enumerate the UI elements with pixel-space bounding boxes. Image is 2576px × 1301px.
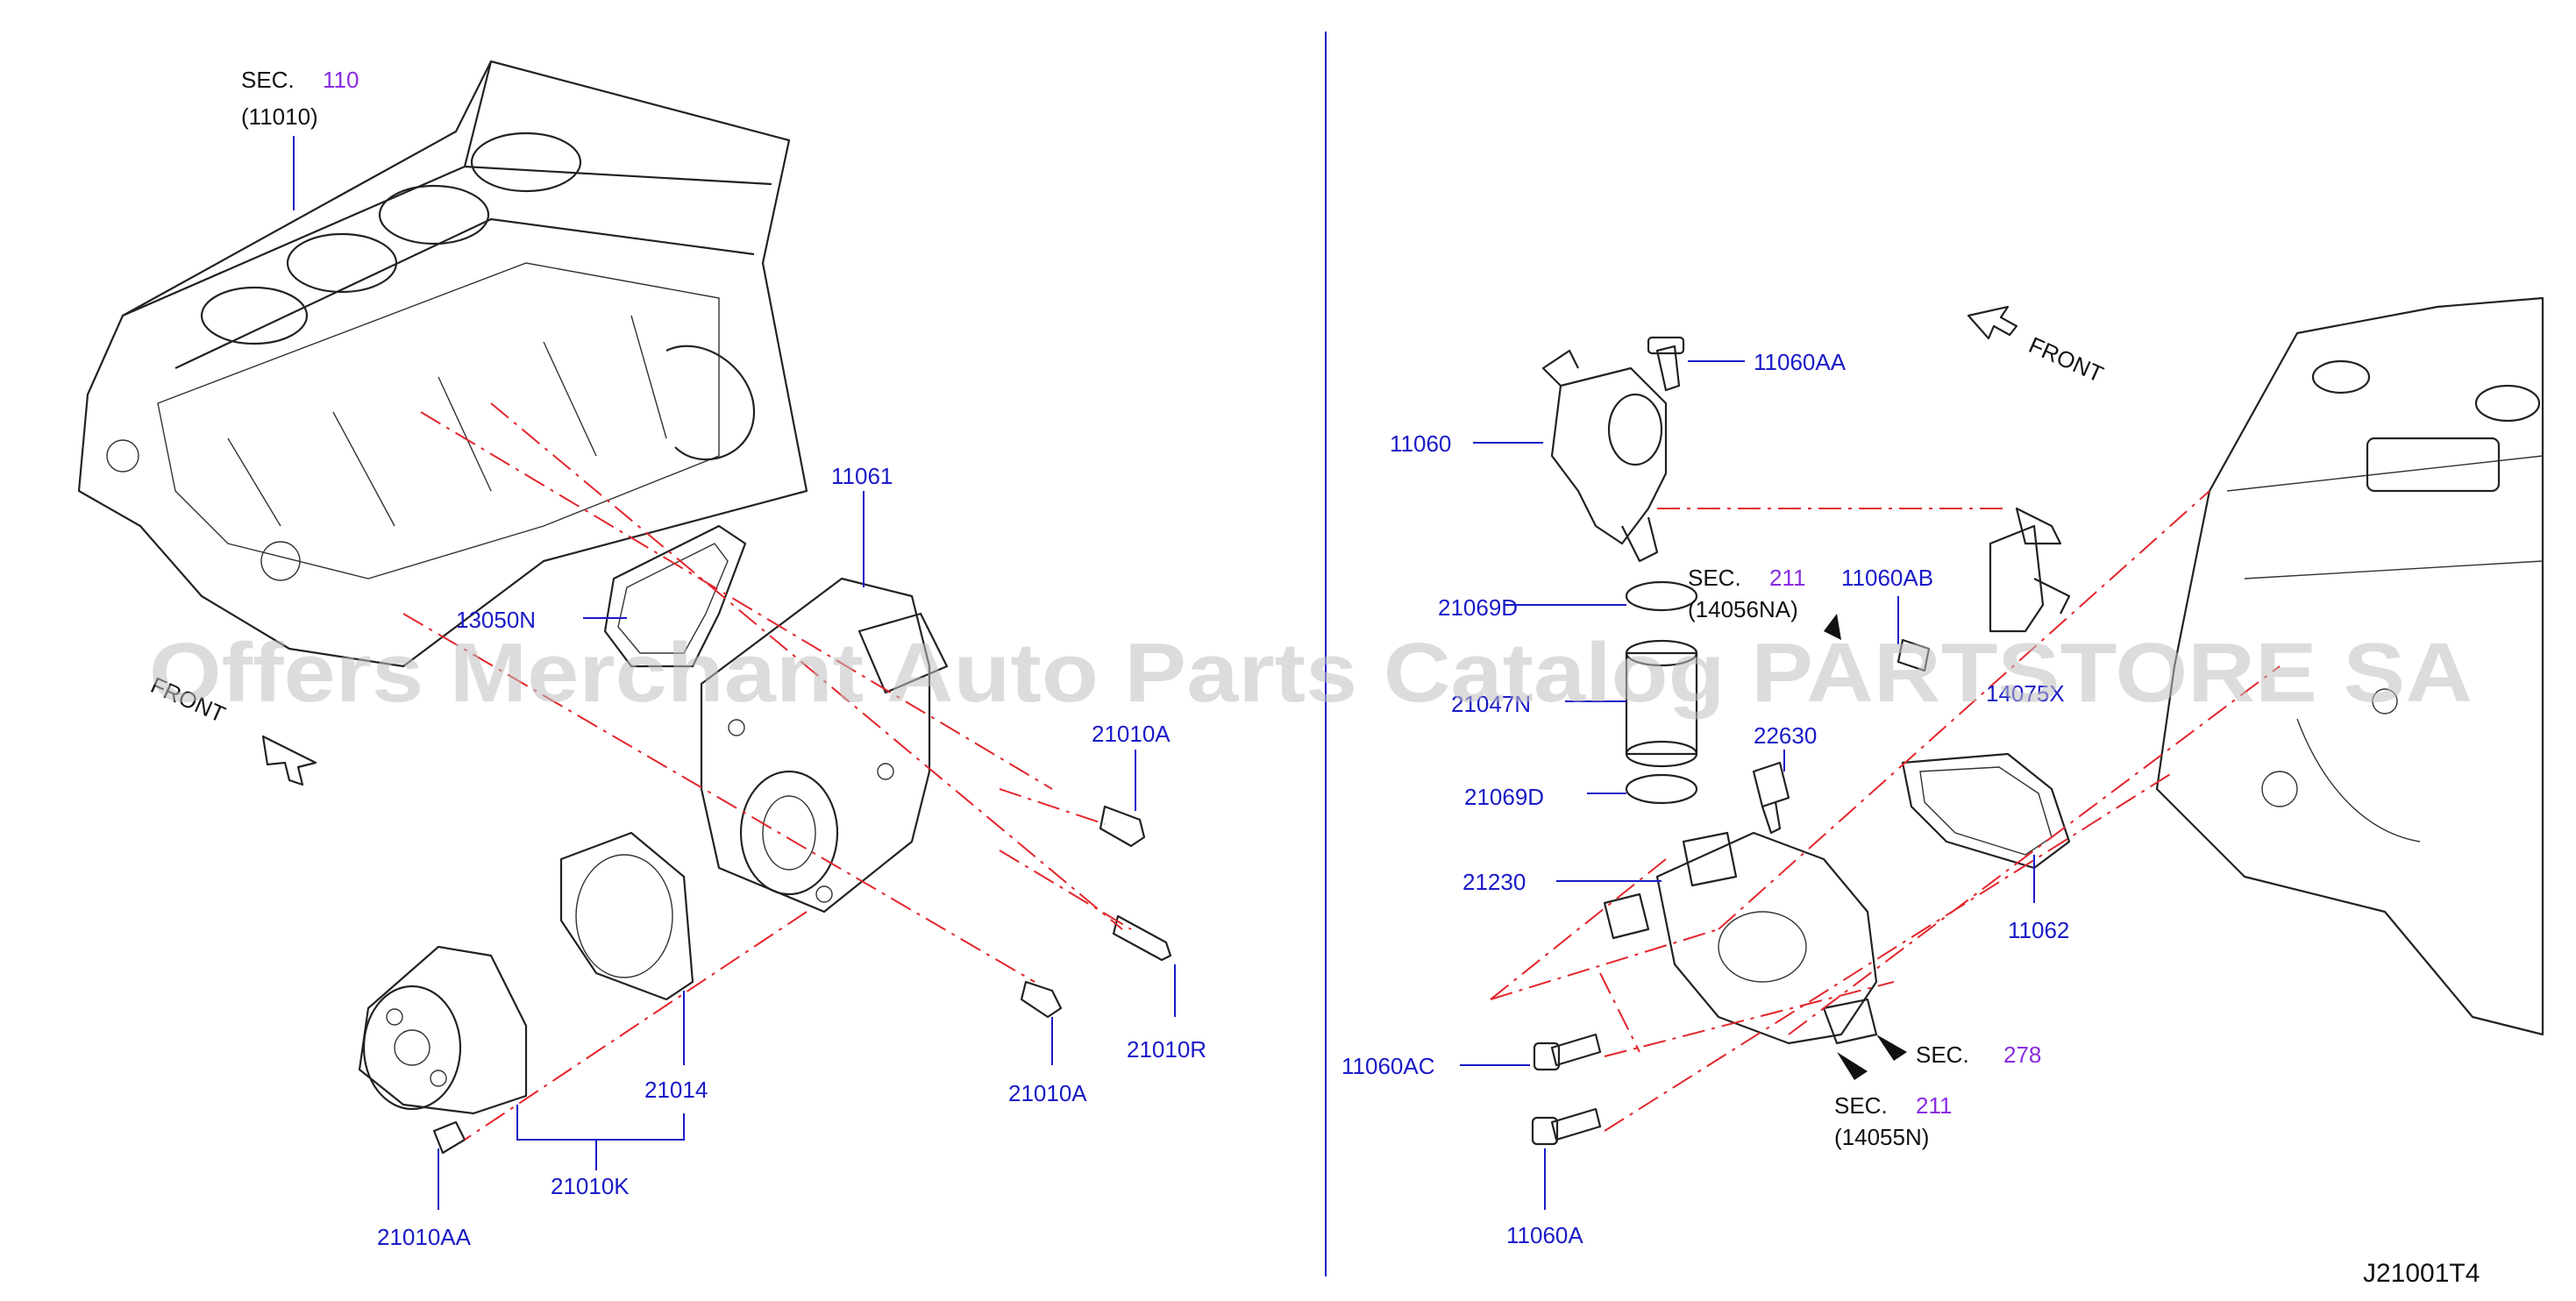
part-label-11060AC[interactable]: 11060AC bbox=[1341, 1053, 1435, 1079]
sec-110-prefix: SEC. bbox=[241, 67, 295, 93]
sec-211a-sub: (14056NA) bbox=[1688, 596, 1798, 622]
sec-110-number: 110 bbox=[323, 67, 359, 93]
guide-lines-left bbox=[402, 402, 1132, 1141]
diagram-code: J21001T4 bbox=[2363, 1259, 2480, 1288]
leaders-right bbox=[1460, 360, 2035, 1210]
gasket-11062-drawing bbox=[1901, 752, 2071, 870]
sec-211b-prefix: SEC. bbox=[1834, 1092, 1888, 1119]
part-label-21010K[interactable]: 21010K bbox=[551, 1173, 630, 1199]
part-label-21069D-top[interactable]: 21069D bbox=[1438, 594, 1518, 621]
part-label-11061[interactable]: 11061 bbox=[831, 463, 893, 489]
part-label-21010AA[interactable]: 21010AA bbox=[377, 1224, 472, 1250]
sensor-22630-drawing bbox=[1752, 761, 1790, 835]
front-label-right: FRONT bbox=[2025, 331, 2108, 387]
thermostat-housing-21230-drawing bbox=[1603, 831, 1878, 1045]
sec-211a-prefix: SEC. bbox=[1688, 565, 1741, 591]
part-label-21014[interactable]: 21014 bbox=[644, 1077, 708, 1103]
sec-278-prefix: SEC. bbox=[1916, 1042, 1969, 1068]
engine-right-drawing bbox=[2155, 296, 2544, 1036]
bracket-14075X-drawing bbox=[1989, 507, 2071, 633]
front-arrow-left-icon bbox=[261, 735, 317, 786]
housing-11061-drawing bbox=[700, 577, 949, 914]
sec-211b-sub: (14055N) bbox=[1834, 1124, 1929, 1150]
part-label-21010R[interactable]: 21010R bbox=[1127, 1036, 1206, 1063]
part-label-21047N[interactable]: 21047N bbox=[1451, 691, 1531, 717]
bolt-11060AB-drawing bbox=[1896, 638, 1931, 672]
sec-211b-number: 211 bbox=[1916, 1092, 1952, 1119]
part-label-22630[interactable]: 22630 bbox=[1754, 722, 1817, 749]
part-label-21010A-top[interactable]: 21010A bbox=[1092, 721, 1171, 747]
part-label-11060A[interactable]: 11060A bbox=[1506, 1222, 1583, 1248]
watermark-text: Offers Merchant Auto Parts Catalog PARTS… bbox=[149, 626, 2473, 720]
part-label-13050N[interactable]: 13050N bbox=[456, 607, 536, 633]
guide-lines-right bbox=[1490, 490, 2281, 1132]
bolts-right-drawing bbox=[1531, 1033, 1602, 1146]
water-pump-drawing bbox=[358, 945, 528, 1115]
leaders-left bbox=[293, 136, 1176, 1210]
bolt-11060AA-drawing bbox=[1647, 336, 1685, 392]
sec-211a-number: 211 bbox=[1769, 565, 1805, 591]
part-label-11062[interactable]: 11062 bbox=[2008, 917, 2069, 943]
part-label-21230[interactable]: 21230 bbox=[1462, 869, 1526, 895]
part-label-11060AA[interactable]: 11060AA bbox=[1754, 349, 1847, 375]
part-label-21010A-bottom[interactable]: 21010A bbox=[1008, 1080, 1087, 1106]
part-label-14075X[interactable]: 14075X bbox=[1986, 680, 2065, 707]
sec-278-number: 278 bbox=[2003, 1042, 2041, 1068]
section-arrows-icon bbox=[1824, 614, 1907, 1080]
hose-clamps-drawing bbox=[1625, 580, 1698, 805]
sec-110-sub: (11010) bbox=[241, 103, 318, 130]
engine-block-drawing bbox=[77, 60, 808, 668]
front-arrow-right-icon bbox=[1967, 305, 2018, 340]
gasket-13050N-drawing bbox=[603, 524, 747, 668]
part-label-11060AB[interactable]: 11060AB bbox=[1841, 565, 1933, 591]
outlet-11060-drawing bbox=[1541, 349, 1668, 563]
part-label-11060[interactable]: 11060 bbox=[1390, 430, 1451, 457]
part-label-21069D-bottom[interactable]: 21069D bbox=[1464, 784, 1544, 810]
gasket-21014-drawing bbox=[559, 831, 694, 1001]
bolts-left-drawing bbox=[432, 805, 1172, 1155]
